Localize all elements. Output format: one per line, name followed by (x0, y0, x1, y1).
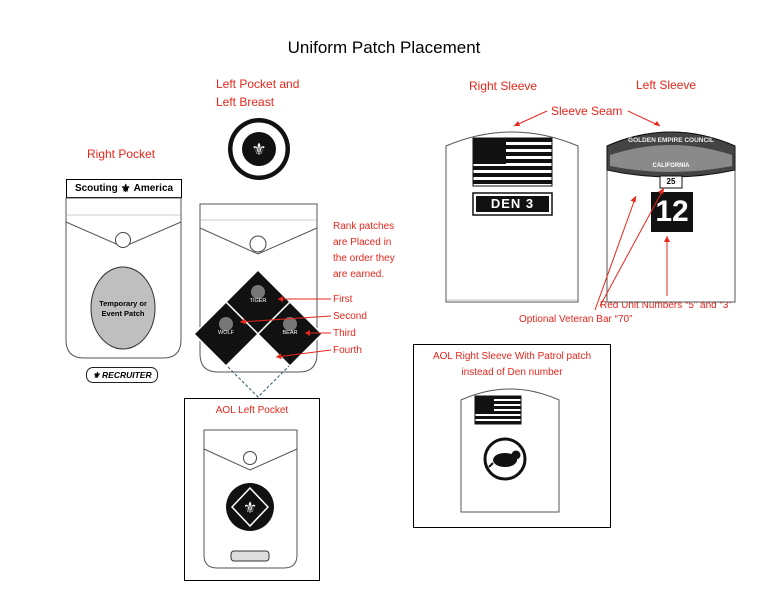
diamond-bear-label: BEAR (282, 330, 298, 336)
fleur-de-lis-icon: ⚜ (120, 183, 131, 195)
svg-text:⚜: ⚜ (251, 140, 266, 160)
diamond-wolf-label: WOLF (218, 330, 234, 336)
left-pocket-heading-1: Left Pocket and (216, 77, 300, 91)
rank-note-line: Rank patches (333, 221, 395, 232)
scouting-america-strip: Scouting ⚜ America (66, 179, 182, 198)
unit-numbers-label: Red Unit Numbers “5” and “3” (600, 300, 732, 311)
left-sleeve-heading: Left Sleeve (636, 78, 697, 92)
aol-right-heading-2: instead of Den number (461, 367, 563, 378)
veteran-bar: 25 (666, 177, 676, 186)
right-pocket-heading: Right Pocket (87, 147, 156, 161)
temp-patch-line: Temporary or (99, 299, 147, 308)
aol-left-pocket-box: AOL Left Pocket (184, 398, 320, 581)
aol-right-heading-1: AOL Right Sleeve With Patrol patch (432, 351, 592, 362)
order-second: Second (333, 311, 367, 322)
temp-patch-label: Temporary or Event Patch (92, 299, 154, 319)
diamond-tiger-label: TIGER (249, 298, 267, 304)
fleur-de-lis-icon: ⚜ (92, 369, 101, 380)
right-sleeve-heading: Right Sleeve (469, 79, 538, 93)
aol-left-heading: AOL Left Pocket (215, 405, 289, 416)
sleeve-seam-label: Sleeve Seam (551, 104, 623, 118)
unit-number-patch: 12 (655, 195, 689, 228)
order-third: Third (333, 328, 356, 339)
rank-note-line: the order they (333, 253, 395, 264)
page-title: Uniform Patch Placement (287, 38, 481, 57)
order-fourth: Fourth (333, 345, 362, 356)
recruiter-text: RECRUITER (102, 370, 152, 380)
den-number-patch: DEN 3 (490, 196, 535, 211)
aol-right-sleeve-box: AOL Right Sleeve With Patrol patch inste… (413, 344, 611, 528)
veteran-bar-label: Optional Veteran Bar “70” (519, 314, 633, 325)
scouting-strip-text-2: America (133, 183, 174, 194)
scouting-strip-text: Scouting (74, 183, 118, 194)
us-flag-icon (472, 137, 553, 187)
council-state: CALIFORNIA (652, 163, 690, 169)
rank-note-line: are earned. (333, 269, 385, 280)
temp-patch-line: Event Patch (101, 309, 145, 318)
order-first: First (333, 294, 353, 305)
rank-note: Rank patches are Placed in the order the… (333, 219, 395, 283)
council-name: GOLDEN EMPIRE COUNCIL (628, 137, 714, 144)
recruiter-strip: ⚜ RECRUITER (86, 367, 158, 383)
rank-note-line: are Placed in (333, 237, 392, 248)
left-pocket-heading-2: Left Breast (216, 95, 275, 109)
